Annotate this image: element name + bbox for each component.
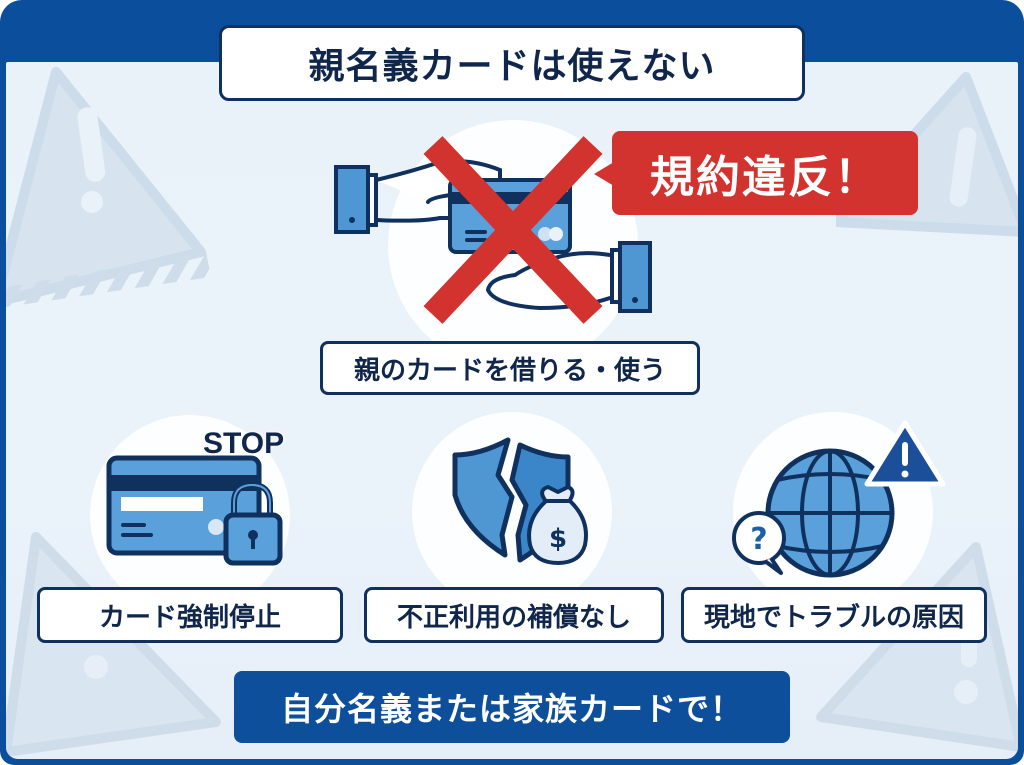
consequence-label-no-fraud-coverage: 不正利用の補償なし [364,587,664,643]
red-x-icon [423,136,603,324]
page-title: 親名義カードは使えない [219,25,805,101]
svg-text:$: $ [549,524,567,554]
background-warning-triangle-icon [6,67,206,305]
violation-badge-tail [594,162,614,186]
consequence-label-trouble-abroad: 現地でトラブルの原因 [681,587,987,643]
svg-text:?: ? [750,522,767,557]
consequence-label-card-stop: カード強制停止 [37,587,343,643]
scenario-label: 親のカードを借りる・使う [320,341,700,395]
recommendation-banner: 自分名義または家族カードで！ [234,671,790,743]
globe-warning-question-icon: ? [732,420,946,578]
broken-shield-money-bag-icon: $ [452,437,588,565]
card-lock-icon [106,455,283,566]
stop-badge: STOP [203,427,285,460]
violation-badge: 規約違反！ [612,131,918,215]
background-caution-stripe [6,252,211,307]
